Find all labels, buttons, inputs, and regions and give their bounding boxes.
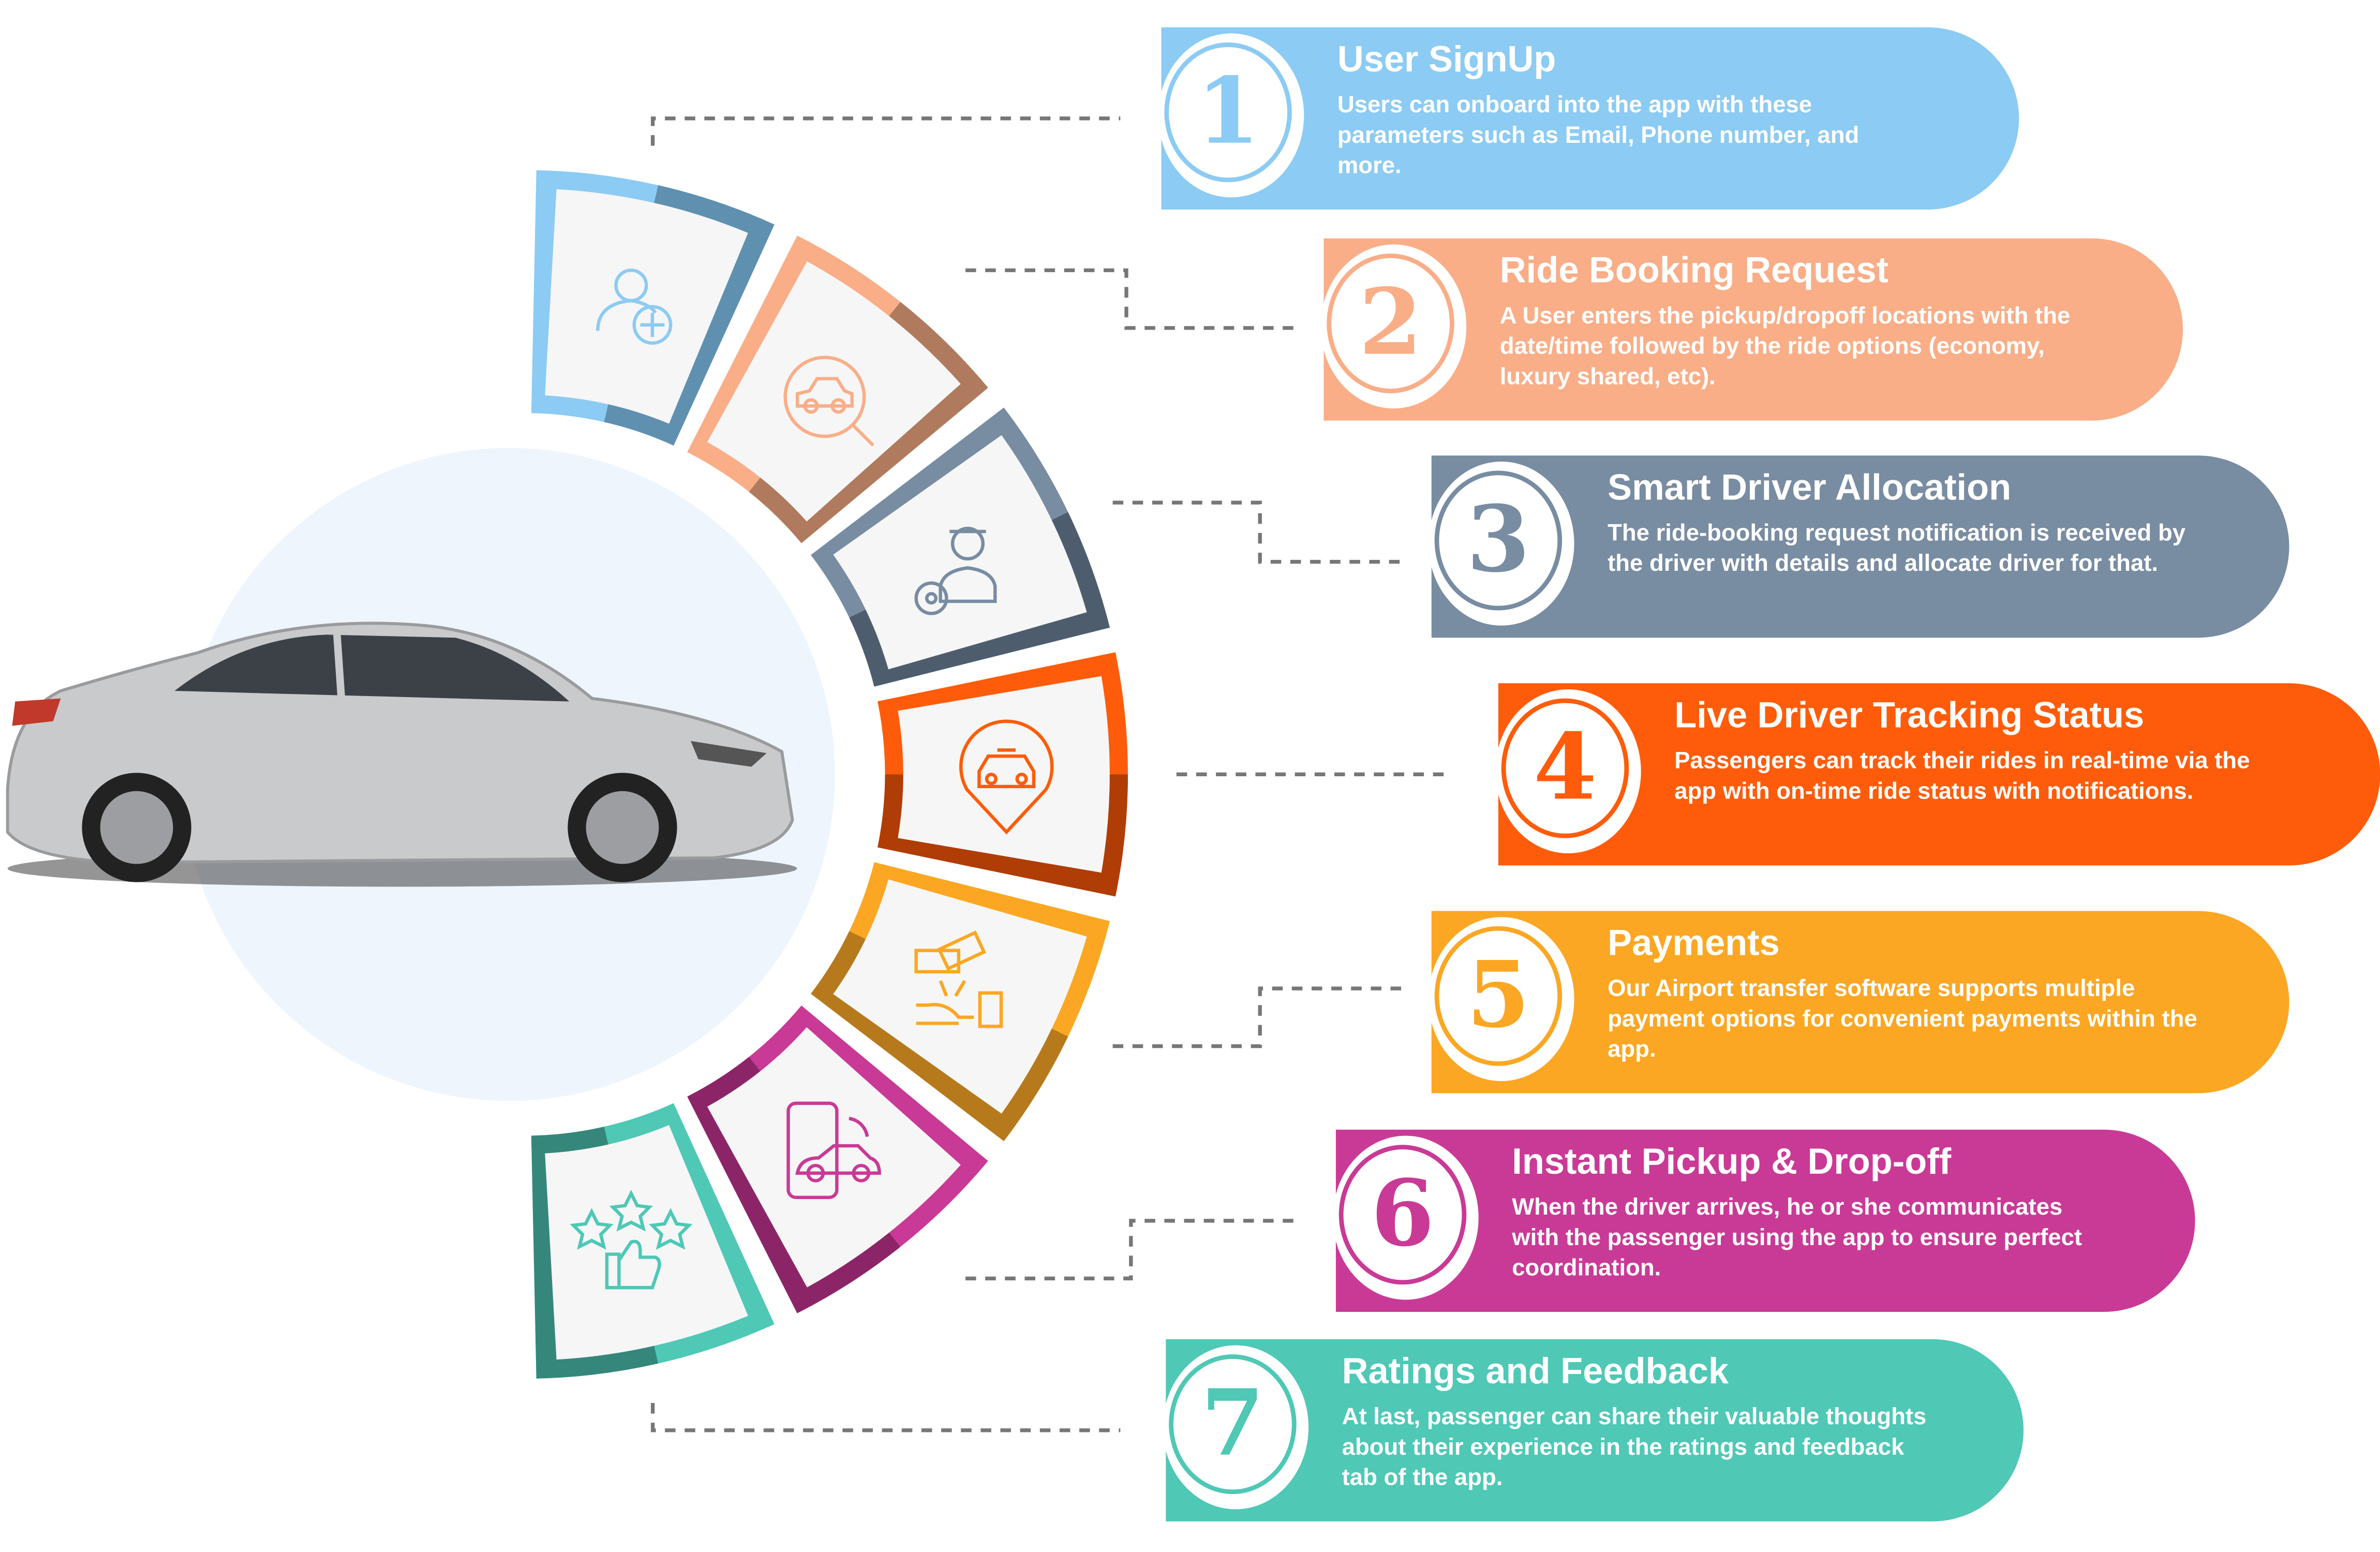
step-number-badge: 7 — [1163, 1345, 1309, 1510]
connector-line-1 — [650, 116, 1121, 146]
step-number: 6 — [1338, 1145, 1467, 1285]
payment-icon — [914, 930, 1003, 1028]
step-number: 3 — [1434, 470, 1563, 611]
step-number-badge: 6 — [1333, 1135, 1479, 1300]
step-number: 2 — [1327, 253, 1454, 393]
step-description: At last, passenger can share their valua… — [1342, 1404, 1927, 1491]
connector-line-3 — [1112, 500, 1404, 564]
ring-segment-3 — [811, 407, 1110, 687]
step-card-1: 1 User SignUp Users can onboard into the… — [1158, 27, 2019, 210]
step-title: Ratings and Feedback — [1342, 1351, 1729, 1393]
ring-segment-6 — [687, 1006, 988, 1313]
step-number-badge: 2 — [1320, 244, 1467, 409]
ring-segment-1 — [531, 170, 775, 446]
step-card-6: 6 Instant Pickup & Drop-off When the dri… — [1333, 1129, 2195, 1312]
ring-segment-5 — [811, 862, 1110, 1142]
step-title: Instant Pickup & Drop-off — [1512, 1142, 1952, 1183]
step-number-badge: 3 — [1428, 461, 1574, 626]
step-description: A User enters the pickup/dropoff locatio… — [1499, 303, 2071, 391]
step-title: Live Driver Tracking Status — [1674, 695, 2145, 736]
ring-segment-7 — [531, 1103, 775, 1379]
step-title: Smart Driver Allocation — [1608, 467, 2012, 509]
step-card-2: 2 Ride Booking Request A User enters the… — [1320, 238, 2183, 421]
step-card-5: 5 Payments Our Airport transfer software… — [1428, 911, 2289, 1093]
ring-segment-2 — [687, 235, 988, 543]
user-add-icon — [596, 268, 673, 345]
step-description: Users can onboard into the app with thes… — [1337, 92, 1860, 180]
step-number-badge: 5 — [1428, 917, 1574, 1082]
step-description: Passengers can track their rides in real… — [1674, 748, 2250, 805]
connector-line-2 — [965, 268, 1303, 330]
step-description: The ride-booking request notification is… — [1608, 521, 2186, 577]
step-number: 5 — [1434, 926, 1563, 1066]
step-number-badge: 4 — [1495, 689, 1641, 853]
step-number-badge: 1 — [1158, 33, 1304, 198]
step-description: When the driver arrives, he or she commu… — [1512, 1195, 2082, 1282]
step-description: Our Airport transfer software supports m… — [1608, 976, 2197, 1063]
step-title: Ride Booking Request — [1499, 250, 1888, 292]
step-number: 4 — [1501, 698, 1629, 838]
step-card-3: 3 Smart Driver Allocation The ride-booki… — [1428, 455, 2289, 638]
taxi-location-icon — [959, 719, 1054, 835]
connector-line-6 — [965, 1219, 1303, 1281]
driver-icon — [914, 526, 997, 615]
step-number: 1 — [1164, 42, 1292, 183]
connector-line-5 — [1112, 986, 1404, 1048]
step-card-7: 7 Ratings and Feedback At last, passenge… — [1163, 1339, 2024, 1521]
rating-thumbs-up-icon — [570, 1189, 693, 1290]
step-title: Payments — [1608, 923, 1780, 965]
car-image — [6, 622, 797, 887]
connector-line-7 — [650, 1403, 1121, 1432]
step-card-4: 4 Live Driver Tracking Status Passengers… — [1495, 683, 2380, 866]
car-search-icon — [783, 356, 875, 447]
step-title: User SignUp — [1337, 39, 1556, 81]
phone-car-icon — [786, 1101, 881, 1200]
ring-segment-4 — [877, 652, 1128, 897]
step-number: 7 — [1169, 1354, 1297, 1495]
